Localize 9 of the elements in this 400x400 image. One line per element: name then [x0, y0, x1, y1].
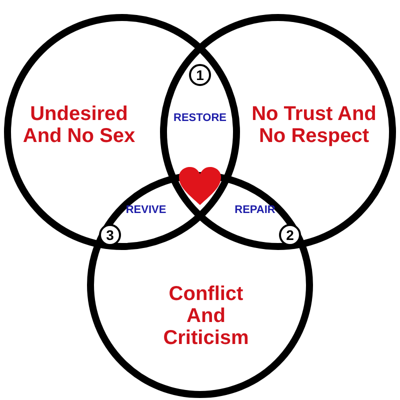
- circle-label: Undesired And No Sex: [22, 103, 136, 147]
- number-badge: 3: [99, 224, 121, 246]
- number-badge: 1: [189, 64, 211, 86]
- circle-label: Conflict And Criticism: [162, 283, 250, 349]
- region-label: REPAIR: [234, 204, 276, 216]
- region-label: REVIVE: [126, 204, 166, 216]
- circle-label: No Trust And No Respect: [251, 103, 377, 147]
- number-badge: 2: [279, 224, 301, 246]
- region-label: RESTORE: [174, 112, 226, 124]
